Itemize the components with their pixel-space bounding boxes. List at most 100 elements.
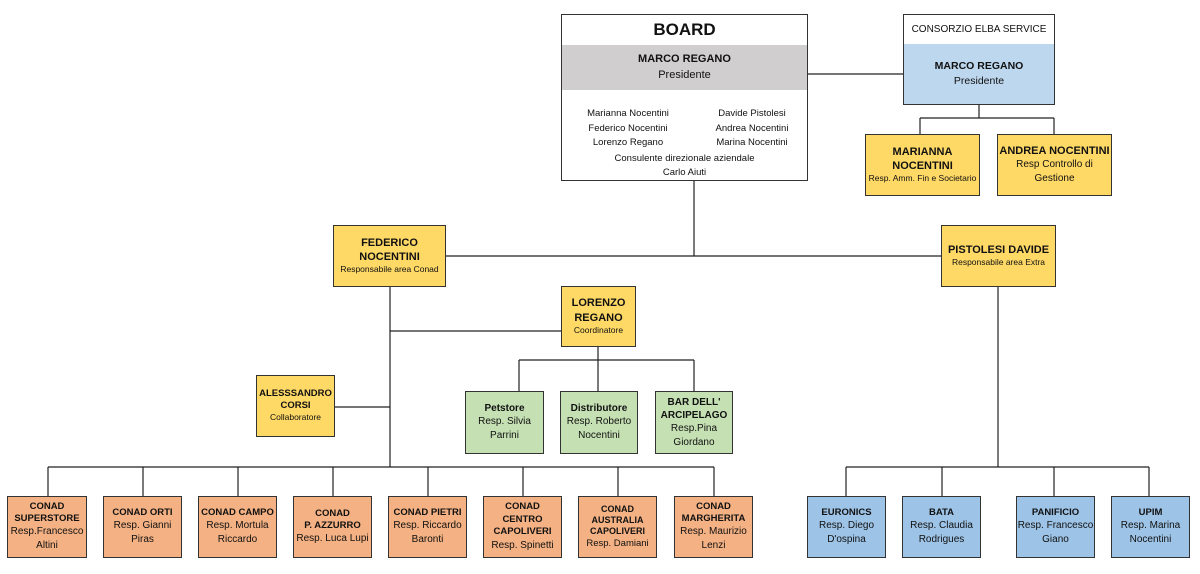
board-president: MARCO REGANO Presidente: [562, 45, 807, 90]
board-box: BOARD MARCO REGANO Presidente Marianna N…: [561, 14, 808, 181]
node-role: Giano: [1042, 534, 1069, 546]
node-name: CORSI: [280, 400, 311, 412]
consorzio-president-role: Presidente: [953, 75, 1005, 87]
node-role: Baronti: [411, 534, 444, 546]
node-role: Lenzi: [701, 540, 726, 552]
node-name: CONAD CENTRO: [502, 501, 543, 525]
node-role: Resp. Silvia: [478, 416, 531, 427]
node-name: CONAD: [696, 500, 731, 512]
node-role: Coordinatore: [573, 324, 624, 335]
node-petstore: Petstore Resp. Silvia Parrini: [465, 391, 544, 454]
node-role: Altini: [36, 540, 58, 552]
node-distributore: Distributore Resp. Roberto Nocentini: [560, 391, 638, 454]
node-role: Parrini: [490, 430, 519, 441]
node-conad-pietri: CONAD PIETRI Resp. Riccardo Baronti: [388, 496, 467, 558]
node-role: Resp. Damiani: [586, 537, 649, 549]
consorzio-president-name: MARCO REGANO: [934, 60, 1024, 73]
node-role: Resp. Claudia: [910, 520, 973, 532]
node-name: Petstore: [484, 403, 525, 414]
board-consultant: Consulente direzionale aziendale Carlo A…: [562, 152, 807, 180]
node-role: Responsabile area Conad: [340, 264, 439, 275]
node-role: Giordano: [673, 436, 715, 448]
node-role: D'ospina: [827, 534, 866, 546]
node-euronics: EURONICS Resp. Diego D'ospina: [807, 496, 886, 558]
node-marianna-nocentini: MARIANNA NOCENTINI Resp. Amm. Fin e Soci…: [865, 134, 980, 196]
node-role: Resp. Spinetti: [491, 539, 554, 551]
node-andrea-nocentini: ANDREA NOCENTINI Resp Controllo di Gesti…: [997, 134, 1112, 196]
node-name: BATA: [929, 506, 954, 518]
node-role: Resp. Amm. Fin e Societario: [868, 173, 977, 184]
board-president-role: Presidente: [658, 68, 711, 81]
board-member: Marianna Nocentini: [587, 108, 669, 119]
node-role: Resp. Mortula: [206, 520, 269, 532]
consorzio-president: MARCO REGANO Presidente: [904, 44, 1054, 104]
node-name: AUSTRALIA: [591, 514, 644, 525]
consultant-role: Consulente direzionale aziendale: [614, 153, 755, 164]
node-upim: UPIM Resp. Marina Nocentini: [1111, 496, 1190, 558]
consorzio-title: CONSORZIO ELBA SERVICE: [911, 24, 1047, 35]
board-members-right: Davide Pistolesi Andrea Nocentini Marina…: [702, 107, 802, 151]
node-panificio: PANIFICIO Resp. Francesco Giano: [1016, 496, 1095, 558]
node-name: CAPOLIVERI: [493, 526, 552, 538]
node-conad-p-azzurro: CONAD P. AZZURRO Resp. Luca Lupi: [293, 496, 372, 558]
node-conad-margherita: CONAD MARGHERITA Resp. Maurizio Lenzi: [674, 496, 753, 558]
node-role: Resp. Luca Lupi: [296, 533, 369, 545]
node-federico-nocentini: FEDERICO NOCENTINI Responsabile area Con…: [333, 225, 446, 287]
node-role: Rodrigues: [918, 534, 965, 546]
node-conad-campo: CONAD CAMPO Resp. Mortula Riccardo: [198, 496, 277, 558]
node-name: CAPOLIVERI: [589, 525, 645, 536]
node-name: PISTOLESI DAVIDE: [947, 243, 1050, 256]
node-role: Collaboratore: [269, 412, 322, 423]
node-role: Resp.Francesco: [10, 526, 84, 538]
node-alessandro-corsi: ALESSSANDRO CORSI Collaboratore: [256, 375, 335, 437]
node-role: Piras: [131, 534, 154, 546]
node-name: ARCIPELAGO: [660, 409, 728, 421]
board-member: Davide Pistolesi: [718, 108, 786, 119]
node-name: SUPERSTORE: [14, 513, 80, 524]
node-conad-orti: CONAD ORTI Resp. Gianni Piras: [103, 496, 182, 558]
node-role: Gestione: [1034, 173, 1075, 185]
node-name: CONAD: [601, 504, 634, 515]
node-name: ALESSSANDRO: [259, 387, 332, 399]
node-name: Distributore: [570, 403, 628, 414]
node-role: Resp. Maurizio: [680, 526, 747, 538]
node-name: UPIM: [1138, 506, 1163, 518]
node-name: EURONICS: [821, 506, 872, 518]
board-member: Andrea Nocentini: [715, 122, 789, 134]
node-conad-centro-capoliveri: CONAD CENTRO CAPOLIVERI Resp. Spinetti: [483, 496, 562, 558]
node-role: Resp. Diego: [818, 520, 875, 532]
node-role: Resp. Riccardo: [393, 520, 462, 532]
node-bar-dell-arcipelago: BAR DELL' ARCIPELAGO Resp.Pina Giordano: [655, 391, 733, 454]
node-name: FEDERICO: [361, 236, 418, 249]
node-role: Resp. Marina: [1120, 520, 1181, 532]
board-member: Marina Nocentini: [716, 137, 788, 148]
node-role: Resp. Roberto: [566, 416, 632, 427]
consultant-name: Carlo Aiuti: [662, 167, 707, 178]
node-name: CONAD: [29, 500, 65, 512]
node-conad-superstore: CONAD SUPERSTORE Resp.Francesco Altini: [7, 496, 87, 558]
node-pistolesi-davide: PISTOLESI DAVIDE Responsabile area Extra: [941, 225, 1056, 287]
node-name: LORENZO: [571, 297, 626, 310]
node-name: CONAD PIETRI: [393, 506, 462, 518]
node-name: NOCENTINI: [359, 251, 420, 264]
consorzio-box: CONSORZIO ELBA SERVICE MARCO REGANO Pres…: [903, 14, 1055, 105]
node-name: CONAD: [315, 507, 350, 519]
node-role: Riccardo: [217, 534, 258, 546]
node-name: CONAD ORTI: [112, 506, 173, 518]
node-conad-australia-capoliveri: CONAD AUSTRALIA CAPOLIVERI Resp. Damiani: [578, 496, 657, 558]
board-members-left: Marianna Nocentini Federico Nocentini Lo…: [572, 107, 684, 151]
node-name: MARIANNA: [892, 145, 953, 158]
node-role: Resp. Francesco: [1017, 520, 1094, 532]
node-role: Resp.Pina: [670, 422, 718, 434]
node-name: BAR DELL': [667, 396, 721, 408]
node-bata: BATA Resp. Claudia Rodrigues: [902, 496, 981, 558]
node-name: PANIFICIO: [1031, 506, 1080, 518]
node-role: Nocentini: [1129, 534, 1172, 546]
node-lorenzo-regano: LORENZO REGANO Coordinatore: [561, 286, 636, 347]
node-role: Responsabile area Extra: [951, 257, 1046, 268]
board-member: Federico Nocentini: [588, 122, 668, 134]
node-role: Resp. Gianni: [113, 520, 172, 532]
board-title: BOARD: [653, 20, 716, 39]
node-name: ANDREA NOCENTINI: [999, 144, 1110, 157]
